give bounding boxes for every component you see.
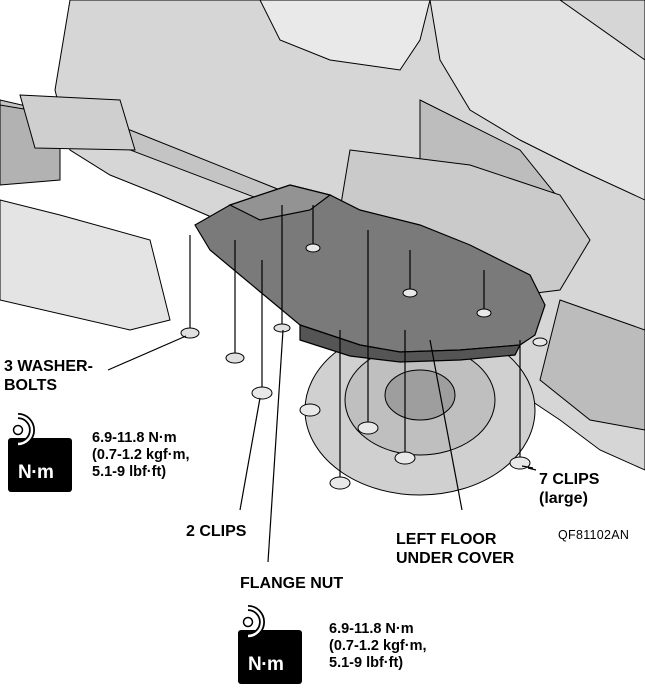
flange-nut-label-text: FLANGE NUT	[240, 575, 344, 592]
label-pointers	[107, 329, 537, 563]
torque-spec-1: 6.9-11.8 N·m (0.7-1.2 kgf·m, 5.1-9 lbf·f…	[92, 430, 190, 481]
under-cover-label-line1: LEFT FLOOR	[396, 531, 497, 548]
torque-icon-text: N·m	[248, 654, 284, 675]
under-cover-label-line2: UNDER COVER	[396, 550, 515, 567]
washer-bolts-label-line1: 3 WASHER-	[4, 358, 93, 375]
left-floor-under-cover-label: LEFT FLOOR UNDER COVER	[396, 530, 514, 568]
torque-spec-2-line1: 6.9-11.8 N·m	[329, 621, 414, 637]
flange-nut-label: FLANGE NUT	[240, 574, 343, 593]
torque-spec-2-line3: 5.1-9 lbf·ft)	[329, 655, 404, 671]
torque-spec-2: 6.9-11.8 N·m (0.7-1.2 kgf·m, 5.1-9 lbf·f…	[329, 621, 427, 672]
two-clips-label-text: 2 CLIPS	[186, 523, 247, 540]
two-clips-label: 2 CLIPS	[186, 522, 246, 541]
torque-wrench-icon: N·m	[4, 412, 72, 492]
washer-bolts-label: 3 WASHER- BOLTS	[4, 357, 93, 395]
washer-bolts	[180, 323, 291, 364]
torque-spec-1-line3: 5.1-9 lbf·ft)	[92, 464, 167, 480]
torque-spec-2-line2: (0.7-1.2 kgf·m,	[329, 638, 427, 654]
torque-spec-1-line1: 6.9-11.8 N·m	[92, 430, 177, 446]
torque-spec-1-line2: (0.7-1.2 kgf·m,	[92, 447, 190, 463]
fastener-leader-lines	[189, 205, 521, 480]
seven-clips-label-line1: 7 CLIPS	[539, 471, 600, 488]
figure-code: QF81102AN	[558, 526, 629, 544]
seven-clips-label: 7 CLIPS (large)	[539, 470, 599, 508]
seven-clips-label-line2: (large)	[539, 490, 588, 507]
torque-wrench-icon: N·m	[234, 604, 302, 684]
washer-bolts-label-line2: BOLTS	[4, 377, 58, 394]
torque-icon-text: N·m	[18, 462, 54, 483]
figure-code-text: QF81102AN	[558, 528, 630, 542]
